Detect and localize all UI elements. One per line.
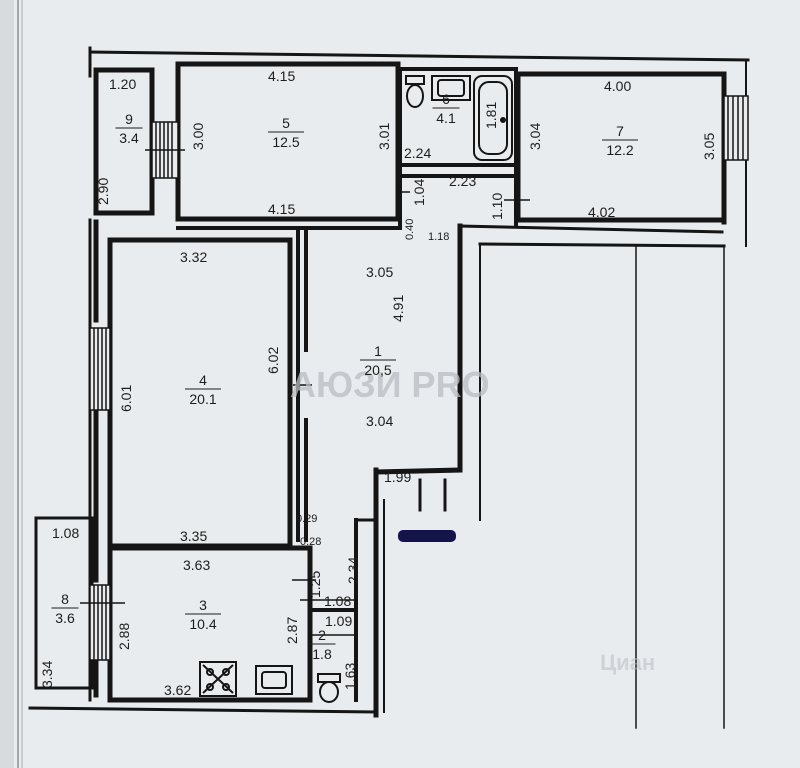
dimension-label: 1.18 [428, 231, 449, 243]
plumbing-fixtures [199, 75, 513, 703]
dimension-label: 4.00 [604, 78, 631, 94]
dimension-label: 3.35 [180, 528, 207, 544]
dimension-label: 4.15 [268, 68, 295, 84]
room-7-number: 7 [616, 123, 624, 139]
dimension-label: 3.05 [701, 133, 717, 160]
toilet2-icon [317, 673, 341, 703]
window-room3 [80, 584, 125, 661]
room-labels: 120,521.8310.4420.1512.564.1712.283.693.… [51, 91, 638, 662]
room-8-number: 8 [61, 591, 69, 607]
dimension-label: 2.24 [404, 145, 431, 161]
dimension-label: 3.63 [183, 557, 210, 573]
page-edge [0, 0, 23, 768]
watermark-text: АЮЗИ PRO [290, 364, 490, 405]
dimension-label: 2.87 [284, 617, 300, 644]
room-1-area: 20,5 [364, 362, 391, 378]
dimension-label: 1.20 [109, 76, 136, 92]
room-4-label: 420.1 [185, 372, 221, 407]
room-4-number: 4 [199, 372, 207, 388]
room-6-number: 6 [442, 91, 450, 107]
bathtub-icon [473, 75, 513, 161]
dimension-label: 1.81 [483, 102, 499, 129]
corner-watermark-text: Циан [600, 650, 655, 675]
dimension-label: 3.62 [164, 682, 191, 698]
dimension-label: 3.04 [366, 413, 393, 429]
dimension-label: 0.28 [300, 536, 321, 548]
room-2-area: 1.8 [312, 646, 332, 662]
room-7-label: 712.2 [602, 123, 638, 158]
room-1-number: 1 [374, 343, 382, 359]
window-room7 [723, 95, 749, 161]
dimension-label: 3.32 [180, 249, 207, 265]
dimension-label: 1.08 [324, 593, 351, 609]
room-6-label: 64.1 [432, 91, 460, 126]
dimension-label: 1.04 [411, 179, 427, 206]
dimension-label: 1.63 [342, 663, 358, 690]
dimension-label: 6.02 [265, 347, 281, 374]
room-8-label: 83.6 [51, 591, 79, 626]
room-8-area: 3.6 [55, 610, 75, 626]
dimension-label: 2.23 [449, 173, 476, 189]
room-2-number: 2 [318, 627, 326, 643]
room-5-area: 12.5 [272, 134, 299, 150]
room-1-label: 120,5 [360, 343, 396, 378]
dimension-label: 1.25 [307, 571, 323, 598]
room-5-number: 5 [282, 115, 290, 131]
room-7-area: 12.2 [606, 142, 633, 158]
dimension-label: 4.02 [588, 204, 615, 220]
dimension-label: 3.34 [39, 661, 55, 688]
sink-icon [431, 75, 471, 101]
dimension-label: 4.91 [390, 295, 406, 322]
dimension-label: 4.15 [268, 201, 295, 217]
dimension-label: 6.01 [118, 385, 134, 412]
dimension-label: 1.09 [325, 613, 352, 629]
dimension-label: 1.10 [489, 193, 505, 220]
window-room4 [89, 327, 111, 411]
room-5-label: 512.5 [268, 115, 304, 150]
dimension-label: 3.04 [527, 123, 543, 150]
dimension-label: 2.88 [116, 623, 132, 650]
room-2-label: 21.8 [308, 627, 336, 662]
door-marks [292, 191, 530, 636]
room-3-area: 10.4 [189, 616, 216, 632]
dimension-label: 1.08 [52, 525, 79, 541]
kitchen-sink-icon [255, 665, 293, 695]
dimension-label: 3.00 [190, 123, 206, 150]
dimension-label: 0.29 [296, 513, 317, 525]
room-9-area: 3.4 [119, 130, 139, 146]
room-4-area: 20.1 [189, 391, 216, 407]
dimension-label: 1.99 [384, 469, 411, 485]
room-6-area: 4.1 [436, 110, 456, 126]
dimension-label: 2.90 [95, 178, 111, 205]
room-3-label: 310.4 [185, 597, 221, 632]
stove-icon [199, 661, 237, 697]
dimension-label: 3.01 [376, 123, 392, 150]
room-9-label: 93.4 [115, 111, 143, 146]
redaction-mark [398, 530, 456, 542]
room-9-number: 9 [125, 111, 133, 127]
window-room9 [145, 121, 185, 179]
dimension-label: 3.05 [366, 264, 393, 280]
toilet-icon [405, 75, 425, 108]
windows [80, 95, 749, 661]
dimension-label: 0.40 [404, 219, 416, 240]
room-3-number: 3 [199, 597, 207, 613]
dimension-label: 2.34 [345, 557, 361, 584]
